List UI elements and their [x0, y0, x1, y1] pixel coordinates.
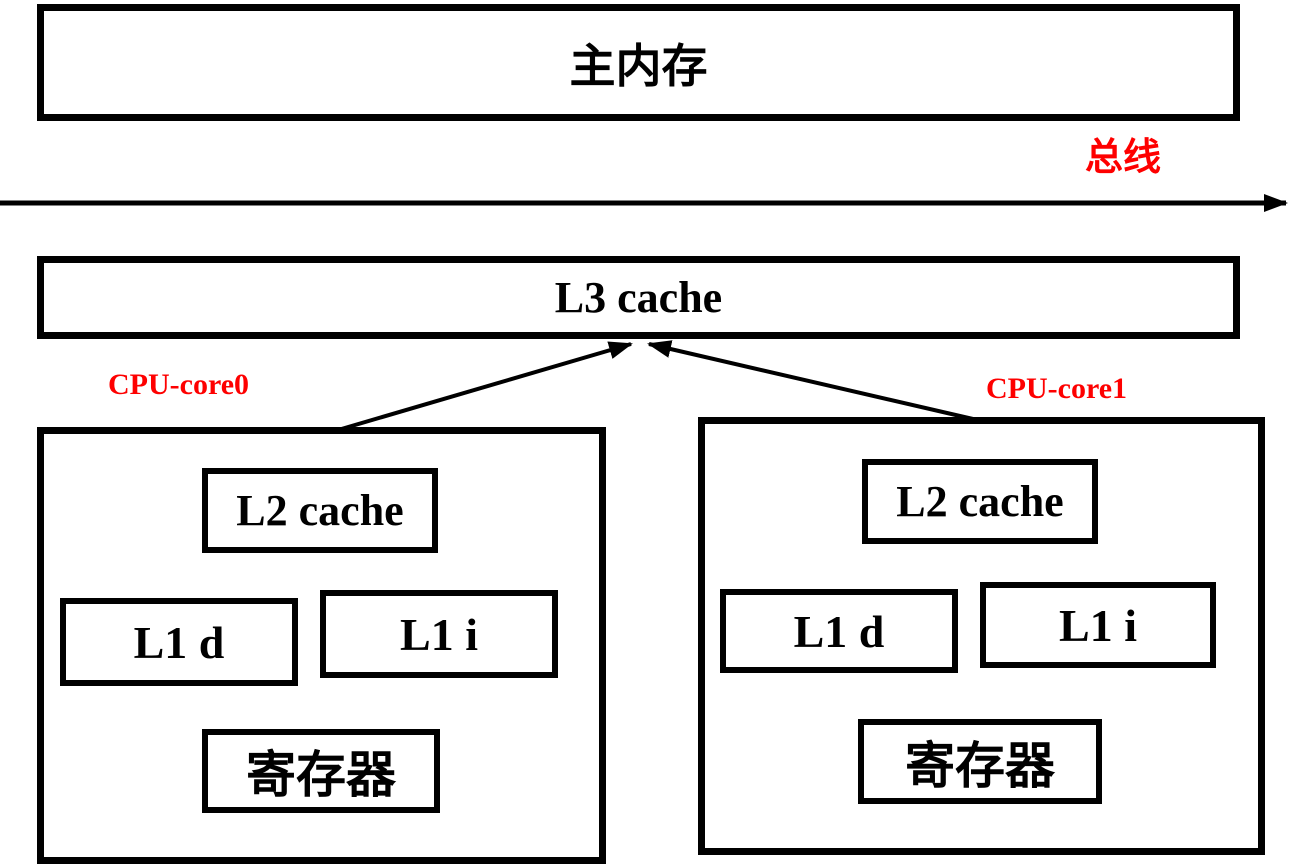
core1-registers-label: 寄存器 — [905, 736, 1055, 795]
core1-l2-cache-box: L2 cache — [862, 459, 1098, 544]
core0-l1d-label: L1 d — [133, 616, 225, 668]
core0-registers-box: 寄存器 — [202, 729, 440, 813]
core0-registers-label: 寄存器 — [246, 746, 396, 804]
l3-cache-box: L3 cache — [37, 256, 1240, 339]
core1-l1d-box: L1 d — [720, 589, 958, 673]
core1-l1i-label: L1 i — [1059, 599, 1137, 651]
main-memory-box: 主内存 — [37, 4, 1240, 121]
core1-to-l3-arrow — [647, 340, 974, 421]
core0-l1d-box: L1 d — [60, 598, 298, 686]
core0-l2-cache-box: L2 cache — [202, 468, 438, 553]
core0-l1i-box: L1 i — [320, 590, 558, 678]
core1-l1i-box: L1 i — [980, 582, 1216, 668]
core0-l1i-label: L1 i — [400, 608, 478, 660]
l3-cache-label: L3 cache — [554, 273, 723, 322]
cpu-core0-label: CPU-core0 — [108, 368, 250, 401]
main-memory-label: 主内存 — [569, 38, 708, 93]
core0-l2-cache-label: L2 cache — [236, 486, 404, 535]
core0-to-l3-arrow — [337, 341, 633, 432]
core1-l1d-label: L1 d — [793, 605, 885, 657]
cpu-core1-label: CPU-core1 — [986, 372, 1128, 405]
core1-registers-box: 寄存器 — [858, 719, 1102, 804]
core1-l2-cache-label: L2 cache — [896, 477, 1064, 526]
bus-label: 总线 — [1084, 135, 1161, 179]
